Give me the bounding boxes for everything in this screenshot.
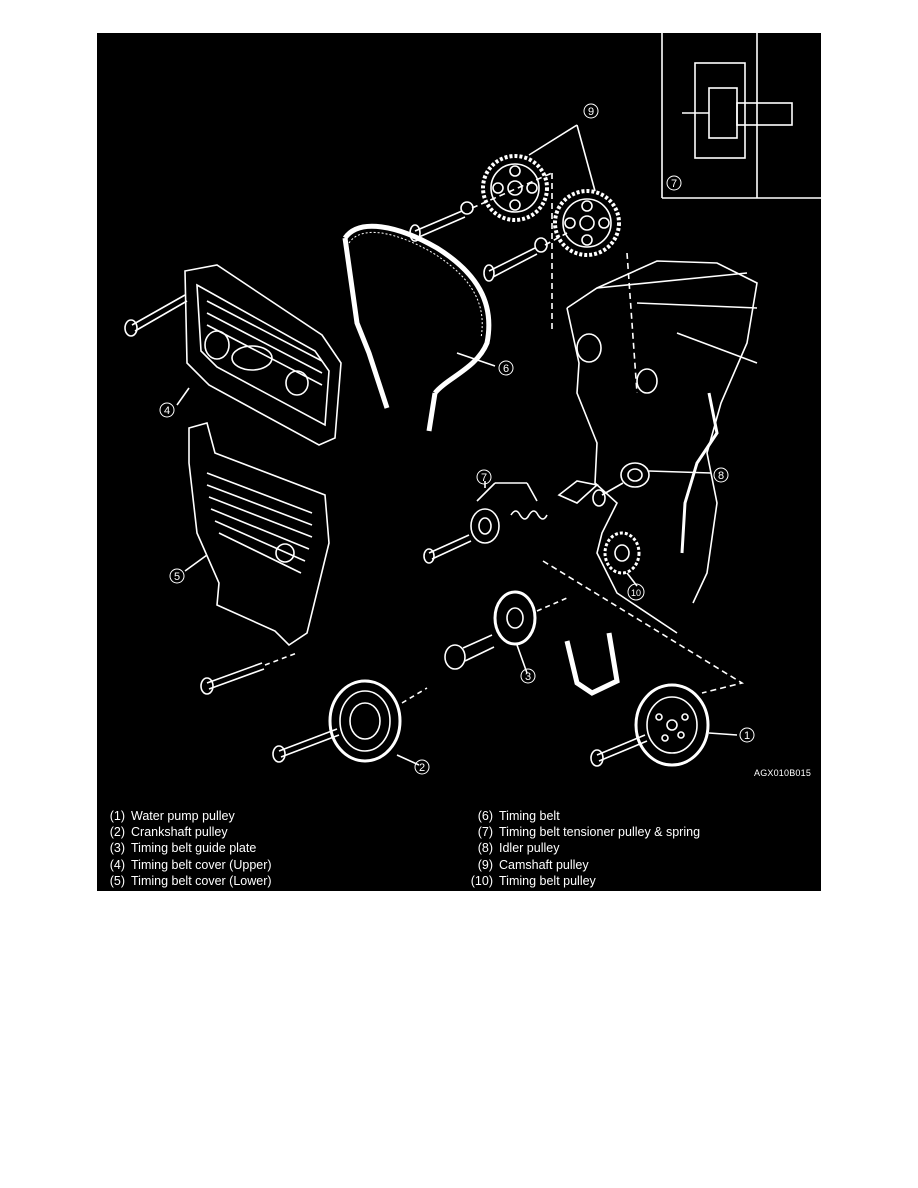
- legend-number: (4): [109, 857, 125, 872]
- svg-text:4: 4: [164, 405, 170, 417]
- callout-10: 10: [627, 583, 645, 601]
- legend-text: Crankshaft pulley: [131, 825, 228, 840]
- callout-8: 8: [713, 467, 729, 483]
- legend-text: Timing belt cover (Lower): [131, 873, 272, 888]
- legend-number: (9): [477, 857, 493, 872]
- legend-column-right: (6) Timing belt (7) Timing belt tensioner …: [467, 808, 700, 889]
- legend-item: (4) Timing belt cover (Upper): [99, 857, 272, 873]
- figure-code: AGX010B015: [754, 768, 812, 778]
- cover-upper-screw: [124, 294, 188, 337]
- legend-item: (6) Timing belt: [467, 808, 700, 824]
- belt-fragment: [564, 632, 620, 696]
- svg-text:10: 10: [631, 588, 641, 598]
- svg-text:9: 9: [588, 106, 594, 118]
- inset-tensioner-detail: [661, 33, 821, 199]
- legend-number: (8): [477, 841, 493, 856]
- cam-bolt-lower: [483, 237, 548, 282]
- exploded-view-figure: 7 9 4 6 7 8 5 10 3 1 2 AGX010B015 (1) Wat…: [97, 33, 821, 891]
- cam-bolt-upper: [409, 201, 474, 242]
- timing-belt-guide-plate: [493, 590, 537, 646]
- legend-number: (6): [477, 809, 493, 823]
- water-pump-pulley: [634, 683, 710, 767]
- svg-text:3: 3: [525, 671, 531, 683]
- svg-text:1: 1: [744, 730, 750, 742]
- callout-4: 4: [159, 402, 175, 418]
- camshaft-pulley-right: [553, 189, 621, 257]
- timing-cover-lower: [188, 422, 330, 647]
- crank-pulley-bolt: [272, 728, 340, 763]
- svg-text:6: 6: [503, 363, 509, 375]
- legend-text: Timing belt: [499, 809, 560, 823]
- legend-text: Camshaft pulley: [499, 857, 589, 872]
- legend-number: (3): [109, 841, 125, 856]
- svg-text:7: 7: [481, 472, 487, 484]
- legend-item: (1) Water pump pulley: [99, 808, 272, 824]
- callout-3: 3: [520, 668, 536, 684]
- crankshaft-pulley: [328, 679, 402, 763]
- legend-text: Timing belt guide plate: [131, 841, 257, 856]
- legend-text: Idler pulley: [499, 841, 560, 856]
- parts-legend: (1) Water pump pulley (2) Crankshaft pulle…: [97, 808, 821, 891]
- svg-text:8: 8: [718, 470, 724, 482]
- callout-7: 7: [476, 469, 492, 485]
- callout-5: 5: [169, 568, 185, 584]
- svg-text:5: 5: [174, 571, 180, 583]
- cover-lower-screw: [200, 652, 298, 695]
- timing-belt-exploded-diagram: 7 9 4 6 7 8 5 10 3 1 2: [124, 33, 821, 775]
- legend-item: (3) Timing belt guide plate: [99, 840, 272, 856]
- timing-belt: [342, 223, 492, 432]
- callout-6: 6: [498, 360, 514, 376]
- legend-item: (2) Crankshaft pulley: [99, 824, 272, 840]
- timing-cover-upper: [184, 264, 342, 446]
- camshaft-pulley-left: [481, 154, 549, 222]
- legend-number: (5): [109, 873, 125, 888]
- tensioner-pulley-spring: [470, 480, 599, 544]
- svg-text:7: 7: [671, 178, 677, 190]
- legend-item: (8) Idler pulley: [467, 840, 700, 856]
- legend-number: (2): [109, 825, 125, 840]
- legend-text: Timing belt tensioner pulley & spring: [499, 825, 701, 840]
- callout-1: 1: [739, 727, 755, 743]
- timing-belt-pulley: [603, 531, 641, 575]
- legend-text: Timing belt pulley: [499, 873, 596, 888]
- legend-item: (9) Camshaft pulley: [467, 857, 700, 873]
- svg-text:2: 2: [419, 762, 425, 774]
- engine-block: [566, 260, 758, 634]
- legend-column-left: (1) Water pump pulley (2) Crankshaft pulle…: [99, 808, 272, 889]
- legend-number: (1): [109, 809, 125, 823]
- tensioner-bolt: [423, 534, 472, 564]
- callout-9: 9: [583, 103, 599, 119]
- legend-item: (5) Timing belt cover (Lower): [99, 873, 272, 889]
- crank-bolt: [444, 634, 495, 670]
- callout-2: 2: [414, 759, 430, 775]
- idler-pulley: [592, 462, 650, 507]
- legend-number: (7): [477, 825, 493, 840]
- legend-item: (7) Timing belt tensioner pulley & spring: [467, 824, 700, 840]
- legend-item: (10) Timing belt pulley: [467, 873, 700, 889]
- water-pump-bolt: [590, 734, 648, 767]
- callout-inset-7: 7: [666, 175, 682, 191]
- legend-number: (10): [470, 873, 493, 888]
- legend-text: Water pump pulley: [131, 809, 235, 823]
- legend-text: Timing belt cover (Upper): [131, 857, 272, 872]
